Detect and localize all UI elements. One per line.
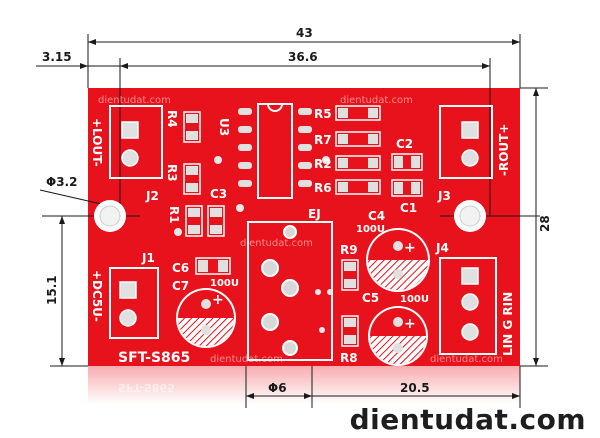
label-c4: C4: [368, 209, 385, 223]
u3-outline: [257, 103, 293, 199]
cap-c4: [366, 228, 430, 292]
watermark: dientudat.com: [240, 238, 313, 249]
label-lout: +LOUT-: [90, 118, 104, 167]
label-c7-plus: +: [212, 292, 224, 308]
label-model: SFT-S865: [118, 350, 190, 366]
label-c4-value: 100U: [356, 224, 385, 235]
dimension-arrows: [59, 39, 539, 399]
label-c3: C3: [210, 187, 227, 201]
label-r9: R9: [340, 243, 358, 257]
u3-notch: [267, 103, 283, 112]
watermark: dientudat.com: [98, 95, 171, 106]
dimension-lines: [36, 34, 548, 408]
label-j1: J1: [141, 251, 155, 265]
label-r6: R6: [314, 181, 332, 195]
dim-jack-diameter: Φ6: [268, 381, 287, 395]
label-r8: R8: [340, 351, 358, 365]
label-r7: R7: [314, 133, 332, 147]
label-j3: J3: [437, 189, 451, 203]
label-c2: C2: [396, 137, 413, 151]
label-ej: EJ: [308, 207, 321, 221]
mounting-hole-right: [454, 200, 486, 232]
label-lgr: LIN G RIN: [501, 292, 515, 356]
cap-c5: [368, 306, 428, 366]
watermark: dientudat.com: [340, 95, 413, 106]
label-r1: R1: [167, 206, 181, 224]
dim-hole-diameter: Φ3.2: [46, 175, 77, 189]
label-c5: C5: [362, 291, 379, 305]
watermark: dientudat.com: [430, 354, 503, 365]
smd-components: [174, 105, 423, 347]
label-rout: -ROUT+: [497, 124, 511, 176]
label-dc5v: +DC5U-: [90, 270, 104, 322]
u3-pads: [238, 108, 312, 187]
jack-pads: [261, 225, 299, 356]
dim-right-offset: 20.5: [400, 381, 430, 395]
label-j2: J2: [145, 189, 159, 203]
brand-watermark: dientudat.com: [349, 403, 586, 436]
dim-left-offset: 3.15: [42, 50, 72, 64]
dim-left-height: 15.1: [45, 275, 59, 305]
label-c5-plus: +: [404, 316, 416, 332]
label-c7-value: 100U: [210, 278, 239, 289]
label-r5: R5: [314, 107, 332, 121]
label-r4: R4: [165, 110, 179, 128]
label-c7: C7: [172, 279, 189, 293]
connector-pads: [119, 121, 479, 341]
cap-c7: [176, 288, 236, 348]
dim-inner-width: 36.6: [288, 50, 318, 64]
mounting-hole-left: [94, 200, 126, 232]
label-j4: J4: [435, 241, 449, 255]
label-r2: R2: [314, 157, 332, 171]
label-u3: U3: [217, 118, 231, 136]
label-c6: C6: [172, 261, 189, 275]
watermark: dientudat.com: [210, 354, 283, 365]
label-c4-plus: +: [404, 240, 416, 256]
dim-height: 28: [538, 215, 552, 232]
label-c1: C1: [400, 201, 417, 215]
pcb-board: [88, 88, 520, 366]
reflection-text: SFT-S865: [118, 381, 175, 394]
label-c5-value: 100U: [400, 294, 429, 305]
dim-total-width: 43: [296, 26, 313, 40]
label-r3: R3: [165, 164, 179, 182]
